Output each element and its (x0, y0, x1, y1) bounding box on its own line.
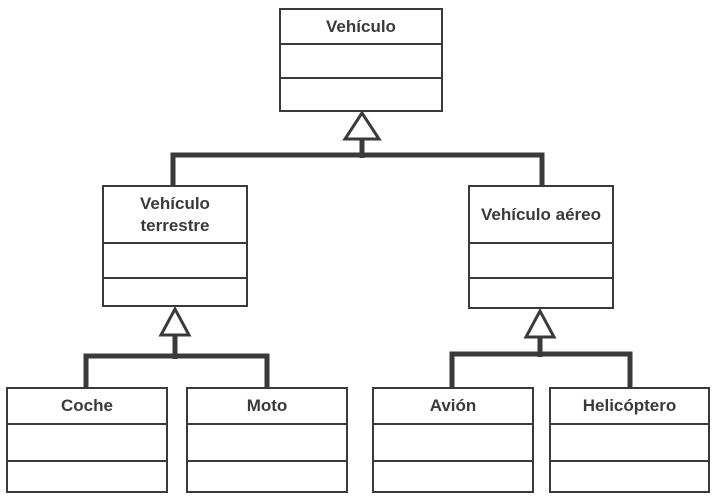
attributes-compartment (188, 425, 346, 462)
operations-compartment (374, 462, 532, 491)
class-name: Moto (188, 389, 346, 425)
attributes-compartment (470, 244, 612, 279)
class-name: Coche (8, 389, 166, 425)
operations-compartment (8, 462, 166, 491)
class-box-helicoptero: Helicóptero (549, 387, 710, 493)
class-name: Avión (374, 389, 532, 425)
class-name: Vehículo aéreo (470, 187, 612, 244)
operations-compartment (188, 462, 346, 491)
class-box-avion: Avión (372, 387, 534, 493)
inheritance-arrow-aereo (523, 307, 557, 339)
class-name: Vehículo terrestre (104, 187, 246, 244)
class-box-vehiculo: Vehículo (279, 8, 443, 112)
attributes-compartment (281, 45, 441, 79)
class-box-moto: Moto (186, 387, 348, 493)
operations-compartment (104, 279, 246, 305)
class-box-coche: Coche (6, 387, 168, 493)
operations-compartment (281, 79, 441, 110)
attributes-compartment (104, 244, 246, 279)
inheritance-arrow-vehiculo (342, 110, 382, 141)
class-box-vehiculo-aereo: Vehículo aéreo (468, 185, 614, 309)
attributes-compartment (551, 425, 708, 462)
class-name: Helicóptero (551, 389, 708, 425)
generalization-vehiculo-aereo (449, 307, 633, 388)
class-box-vehiculo-terrestre: Vehículo terrestre (102, 185, 248, 307)
generalization-vehiculo (170, 110, 545, 186)
generalization-vehiculo-terrestre (83, 305, 270, 388)
operations-compartment (551, 462, 708, 491)
inheritance-arrow-terrestre (158, 305, 192, 337)
operations-compartment (470, 279, 612, 307)
attributes-compartment (8, 425, 166, 462)
attributes-compartment (374, 425, 532, 462)
class-name: Vehículo (281, 10, 441, 45)
